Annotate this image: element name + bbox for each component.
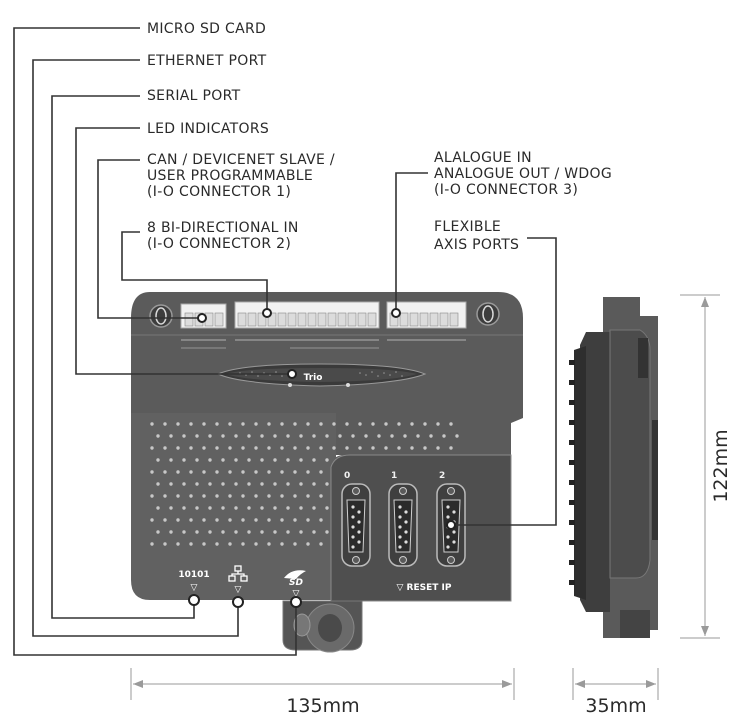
dimension-height: 122mm — [680, 294, 732, 639]
micro-sd-label: MICRO SD CARD — [147, 21, 266, 37]
led-indicators-label: LED INDICATORS — [147, 121, 269, 137]
axis-label-line2: AXIS PORTS — [434, 237, 519, 253]
ethernet-port-label: ETHERNET PORT — [147, 53, 267, 69]
serial-port-marking: 10101 — [178, 570, 209, 580]
serial-arrow-icon: ▽ — [191, 583, 198, 593]
axis-port-0: 0 — [341, 471, 371, 567]
sd-card-slot — [282, 600, 363, 653]
callout-labels: MICRO SD CARD ETHERNET PORT SERIAL PORT … — [147, 21, 612, 253]
mounting-hole-left — [149, 304, 173, 328]
analogue-label-line3: (I-O CONNECTOR 3) — [434, 182, 578, 198]
bidir-label-line2: (I-O CONNECTOR 2) — [147, 236, 291, 252]
axis-label-line1: FLEXIBLE — [434, 219, 501, 235]
callout-leader-lines — [13, 27, 557, 656]
axis-ports: 0 1 2 — [341, 471, 466, 567]
controller-front-view: Trio 10101 ▽ ▽ SD ▽ 0 1 2 — [131, 292, 523, 653]
axis-port-1: 1 — [388, 471, 418, 567]
height-dimension-label: 122mm — [710, 429, 732, 502]
controller-side-view — [569, 297, 658, 638]
axis-port-number: 0 — [344, 471, 350, 481]
mounting-hole-right — [476, 302, 500, 326]
can-label-line3: (I-O CONNECTOR 1) — [147, 184, 291, 200]
io-connector-2 — [234, 301, 380, 329]
sd-card-logo-icon: SD ▽ — [284, 570, 306, 599]
svg-text:SD: SD — [289, 578, 303, 588]
callout-dots — [188, 308, 456, 608]
can-label-line2: USER PROGRAMMABLE — [147, 168, 313, 184]
svg-text:▽: ▽ — [293, 589, 300, 599]
terminal-markings — [181, 339, 466, 349]
serial-port-label: SERIAL PORT — [147, 88, 241, 104]
dimension-depth: 35mm — [572, 668, 659, 717]
can-label-line1: CAN / DEVICENET SLAVE / — [147, 152, 335, 168]
ethernet-arrow-icon: ▽ — [235, 585, 242, 595]
led-window: Trio — [216, 363, 427, 387]
depth-dimension-label: 35mm — [585, 695, 646, 717]
ethernet-network-icon — [228, 565, 248, 582]
dimension-width: 135mm — [130, 668, 515, 717]
axis-port-number: 1 — [391, 471, 397, 481]
analogue-label-line2: ANALOGUE OUT / WDOG — [434, 166, 612, 182]
axis-port-2: 2 — [436, 471, 466, 567]
axis-port-number: 2 — [439, 471, 445, 481]
brand-logo: Trio — [304, 373, 323, 383]
ventilation-grille — [150, 422, 459, 546]
width-dimension-label: 135mm — [286, 695, 359, 717]
reset-ip-label: ▽ RESET IP — [397, 583, 452, 593]
analogue-label-line1: ALALOGUE IN — [434, 150, 532, 166]
bidir-label-line1: 8 BI-DIRECTIONAL IN — [147, 220, 299, 236]
